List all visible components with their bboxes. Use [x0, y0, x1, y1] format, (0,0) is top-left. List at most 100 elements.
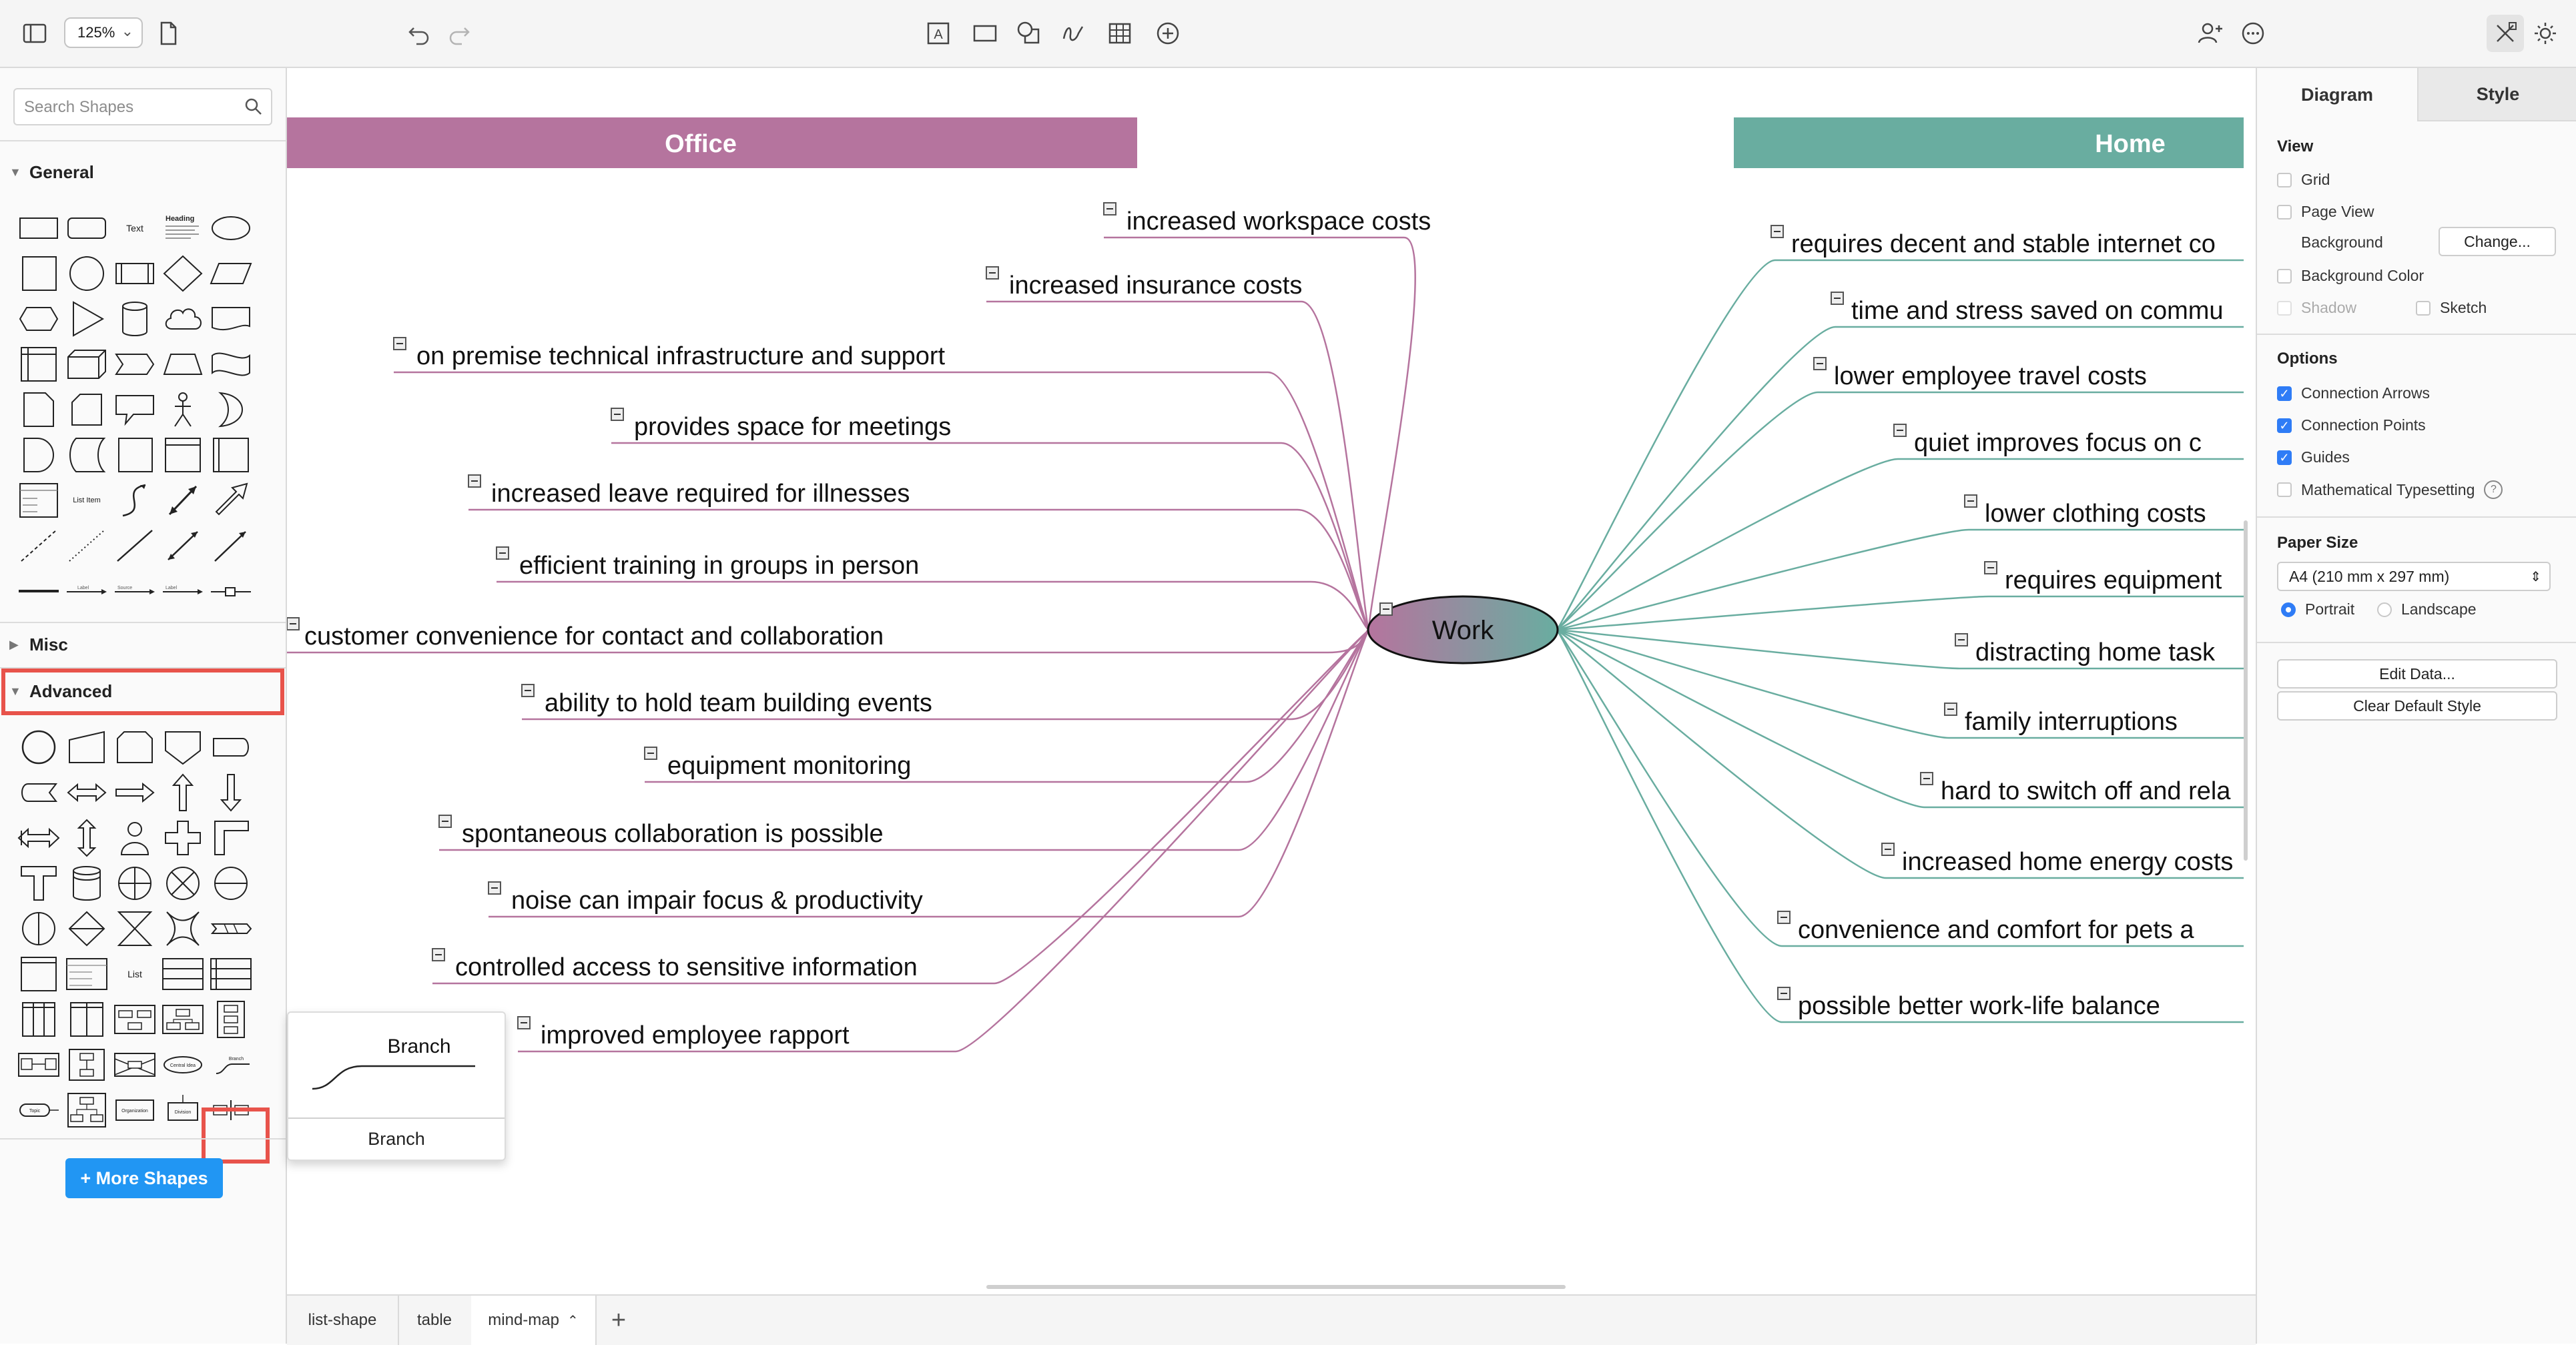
- dashed-line-shape[interactable]: [15, 523, 63, 568]
- square-shape-2[interactable]: [111, 432, 159, 478]
- shadow-checkbox[interactable]: [2277, 300, 2292, 316]
- collapse-icon[interactable]: [1944, 703, 1957, 716]
- redo-icon[interactable]: [440, 15, 478, 52]
- cylinder-shape[interactable]: [111, 296, 159, 342]
- collapse-icon[interactable]: [496, 546, 509, 560]
- home-branch-label[interactable]: family interruptions: [1965, 708, 2178, 736]
- horizontal-pool-2-shape[interactable]: [207, 951, 255, 997]
- change-background-button[interactable]: Change...: [2439, 227, 2556, 256]
- collapse-icon[interactable]: [517, 1016, 531, 1029]
- collapse-icon[interactable]: [1881, 843, 1895, 856]
- office-branch-label[interactable]: equipment monitoring: [667, 752, 911, 780]
- home-branch-line[interactable]: [1556, 628, 2244, 879]
- display-shape[interactable]: [207, 725, 255, 770]
- paper-size-select[interactable]: A4 (210 mm x 297 mm)⇕: [2277, 562, 2551, 591]
- theme-sun-icon[interactable]: [2527, 15, 2564, 52]
- collapse-icon[interactable]: [1893, 424, 1907, 437]
- collapse-icon[interactable]: [287, 617, 300, 630]
- collapse-icon[interactable]: [1920, 772, 1933, 785]
- collapse-icon[interactable]: [1777, 987, 1791, 1000]
- office-branch-line[interactable]: [611, 442, 1371, 631]
- home-branch-label[interactable]: requires decent and stable internet co: [1791, 230, 2216, 258]
- collapse-icon[interactable]: [1964, 494, 1977, 508]
- dotted-line-shape[interactable]: [63, 523, 111, 568]
- add-icon[interactable]: [1149, 15, 1187, 52]
- office-branch-label[interactable]: increased leave required for illnesses: [491, 480, 910, 508]
- square-shape[interactable]: [15, 251, 63, 296]
- home-branch-line[interactable]: [1556, 458, 2244, 631]
- connection-arrows-checkbox[interactable]: ✓: [2277, 386, 2292, 401]
- table-icon[interactable]: [1101, 15, 1139, 52]
- chevron-chain-shape[interactable]: [207, 906, 255, 951]
- connector-symbol-shape[interactable]: [207, 568, 255, 614]
- collapse-icon[interactable]: [521, 684, 535, 697]
- portrait-radio[interactable]: [2281, 602, 2296, 617]
- summing-junction-shape[interactable]: [111, 861, 159, 906]
- callout-shape[interactable]: [111, 387, 159, 432]
- arrow-shape[interactable]: [207, 478, 255, 523]
- step-shape[interactable]: [111, 342, 159, 387]
- sidebar-toggle-icon[interactable]: [16, 15, 53, 52]
- home-header-bar[interactable]: [1734, 117, 2244, 168]
- bidirectional-connector-shape[interactable]: [159, 523, 207, 568]
- office-header-bar[interactable]: [287, 117, 1137, 168]
- home-branch-line[interactable]: [1556, 528, 2244, 631]
- help-icon[interactable]: ?: [2484, 480, 2503, 499]
- up-arrow-shape[interactable]: [159, 770, 207, 815]
- tab-diagram[interactable]: Diagram: [2257, 68, 2417, 121]
- collapse-icon[interactable]: [1379, 602, 1393, 616]
- edit-data-button[interactable]: Edit Data...: [2277, 659, 2557, 689]
- share-user-icon[interactable]: [2192, 15, 2229, 52]
- home-branch-line[interactable]: [1555, 628, 2244, 947]
- tab-mind-map[interactable]: mind-map⌃: [471, 1296, 597, 1345]
- collapse-icon[interactable]: [438, 815, 452, 828]
- sub-topic-shape[interactable]: Topic: [15, 1087, 63, 1133]
- central-idea-shape[interactable]: Central Idea: [159, 1042, 207, 1087]
- cloud-shape[interactable]: [159, 296, 207, 342]
- heading-shape[interactable]: Heading: [159, 205, 207, 251]
- collapse-icon[interactable]: [986, 266, 999, 280]
- grid-row[interactable]: Grid: [2277, 171, 2330, 189]
- loop-limit-shape[interactable]: [111, 725, 159, 770]
- office-branch-label[interactable]: customer convenience for contact and col…: [304, 622, 884, 650]
- circle-shape[interactable]: [15, 725, 63, 770]
- internal-storage-shape[interactable]: [15, 342, 63, 387]
- circle-shape[interactable]: [63, 251, 111, 296]
- home-branch-label[interactable]: lower employee travel costs: [1834, 362, 2147, 390]
- sort-shape[interactable]: [63, 906, 111, 951]
- home-branch-label[interactable]: time and stress saved on commu: [1851, 297, 2224, 325]
- link-shape[interactable]: [15, 568, 63, 614]
- page-view-row[interactable]: Page View: [2277, 203, 2374, 221]
- zoom-select[interactable]: 125% ⌄: [64, 17, 143, 48]
- note-shape[interactable]: [15, 387, 63, 432]
- curve-shape[interactable]: [111, 478, 159, 523]
- delay-shape[interactable]: [15, 432, 63, 478]
- connection-points-checkbox[interactable]: ✓: [2277, 418, 2292, 433]
- office-branch-label[interactable]: increased workspace costs: [1126, 207, 1431, 236]
- math-typesetting-row[interactable]: Mathematical Typesetting?: [2277, 480, 2503, 499]
- rectangle-shape[interactable]: [15, 205, 63, 251]
- left-right-arrow-shape[interactable]: [63, 770, 111, 815]
- home-branch-label[interactable]: possible better work-life balance: [1798, 992, 2160, 1020]
- collapse-icon[interactable]: [1770, 225, 1784, 238]
- container-shape[interactable]: [159, 432, 207, 478]
- clear-default-style-button[interactable]: Clear Default Style: [2277, 691, 2557, 721]
- right-arrow-shape[interactable]: [111, 770, 159, 815]
- vertical-scrollbar[interactable]: [2244, 520, 2248, 861]
- collapse-icon[interactable]: [1984, 561, 1997, 574]
- section-general[interactable]: ▼ General: [0, 152, 286, 192]
- home-branch-line[interactable]: [1556, 628, 2244, 809]
- org-chart-shape[interactable]: [111, 997, 159, 1042]
- text-shape[interactable]: Text: [111, 205, 159, 251]
- list-item-shape[interactable]: List Item: [63, 478, 111, 523]
- cross-shape[interactable]: [159, 815, 207, 861]
- collapse-icon[interactable]: [1955, 633, 1968, 646]
- collapse-icon[interactable]: [1777, 911, 1791, 924]
- list-box-shape[interactable]: [63, 951, 111, 997]
- collapse-icon[interactable]: [488, 881, 501, 895]
- home-branch-label[interactable]: requires equipment: [2005, 566, 2222, 594]
- organization-shape[interactable]: Organization: [111, 1087, 159, 1133]
- labeled-connector-shape[interactable]: Label: [63, 568, 111, 614]
- or-junction-shape[interactable]: [159, 861, 207, 906]
- division-shape[interactable]: Division: [159, 1087, 207, 1133]
